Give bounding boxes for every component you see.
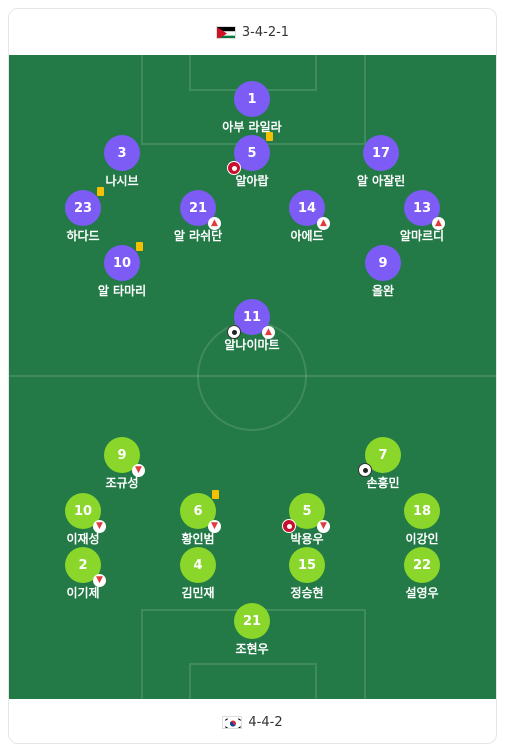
player-name: 알 라쉬단	[173, 229, 223, 243]
player-number: 15	[289, 547, 325, 583]
player-number: 13 ▲	[404, 190, 445, 230]
home-player-6[interactable]: 6 ▼ 황인범	[148, 490, 248, 547]
player-number: 5	[227, 132, 273, 175]
player-number: 5 ▼	[282, 493, 330, 533]
player-number: 1	[234, 81, 270, 117]
player-number: 6 ▼	[180, 490, 221, 533]
south-korea-flag-icon	[222, 715, 243, 729]
player-name: 아에드	[290, 229, 324, 243]
lineup-card: 3-4-2-1 1 아부 라일라 3 나시브 5 알아랍 17 알 아잘린 23	[8, 8, 497, 744]
player-name: 알나이마트	[224, 338, 280, 352]
away-player-21[interactable]: 21 ▲ 알 라쉬단	[148, 190, 248, 244]
away-player-11[interactable]: 11 ▲ 알나이마트	[202, 299, 302, 353]
substitution-arrow-icon: ▼	[208, 520, 221, 533]
player-name: 이강인	[405, 532, 439, 546]
yellow-card-icon	[212, 490, 219, 499]
away-player-1[interactable]: 1 아부 라일라	[202, 81, 302, 135]
home-player-18[interactable]: 18 이강인	[372, 493, 472, 547]
goal-ball-icon	[227, 325, 241, 339]
player-name: 이재성	[66, 532, 100, 546]
player-number: 21	[234, 603, 270, 639]
player-name: 알 아잘린	[356, 174, 406, 188]
player-name: 올완	[371, 284, 395, 298]
home-player-10[interactable]: 10 ▼ 이재성	[33, 493, 133, 547]
player-name: 이기제	[66, 586, 100, 600]
player-name: 손흥민	[366, 476, 400, 490]
home-player-15[interactable]: 15 정승현	[257, 547, 357, 601]
player-name: 알 타마리	[97, 284, 147, 298]
player-number: 2 ▼	[65, 547, 106, 587]
home-player-5[interactable]: 5 ▼ 박용우	[257, 493, 357, 547]
player-number: 23	[65, 187, 104, 226]
player-number: 22	[404, 547, 440, 583]
away-player-13[interactable]: 13 ▲ 알마르디	[372, 190, 472, 244]
player-name: 조규성	[105, 476, 139, 490]
player-name: 아부 라일라	[222, 120, 282, 134]
substitution-arrow-icon: ▲	[262, 326, 275, 339]
yellow-card-icon	[136, 242, 143, 251]
away-formation-header: 3-4-2-1	[9, 9, 496, 55]
own-goal-icon	[282, 519, 296, 533]
home-player-4[interactable]: 4 김민재	[148, 547, 248, 601]
home-goal-box	[189, 663, 317, 699]
away-player-23[interactable]: 23 하다드	[33, 187, 133, 244]
player-name: 황인범	[181, 532, 215, 546]
substitution-arrow-icon: ▼	[93, 520, 106, 533]
goal-ball-icon	[358, 463, 372, 477]
home-formation-footer: 4-4-2	[9, 699, 496, 743]
player-name: 설영우	[405, 586, 439, 600]
home-formation-label: 4-4-2	[248, 714, 283, 730]
away-player-14[interactable]: 14 ▲ 아에드	[257, 190, 357, 244]
home-player-9[interactable]: 9 ▼ 조규성	[72, 437, 172, 491]
player-number: 4	[180, 547, 216, 583]
player-number: 17	[363, 135, 399, 171]
substitution-arrow-icon: ▲	[208, 217, 221, 230]
yellow-card-icon	[266, 132, 273, 141]
player-name: 박용우	[290, 532, 324, 546]
own-goal-icon	[227, 161, 241, 175]
player-number: 10 ▼	[65, 493, 106, 533]
player-number: 3	[104, 135, 140, 171]
substitution-arrow-icon: ▼	[132, 464, 145, 477]
player-name: 알아랍	[235, 174, 269, 188]
player-name: 알마르디	[399, 229, 445, 243]
away-formation-label: 3-4-2-1	[241, 24, 290, 40]
player-number: 14 ▲	[289, 190, 330, 230]
away-player-9[interactable]: 9 올완	[333, 245, 433, 299]
home-player-7[interactable]: 7 손흥민	[333, 437, 433, 491]
away-player-3[interactable]: 3 나시브	[72, 135, 172, 189]
home-player-21[interactable]: 21 조현우	[202, 603, 302, 657]
player-number: 9 ▼	[104, 437, 145, 477]
player-number: 18	[404, 493, 440, 529]
away-player-17[interactable]: 17 알 아잘린	[331, 135, 431, 189]
player-name: 정승현	[290, 586, 324, 600]
jordan-flag-icon	[215, 25, 236, 39]
player-number: 7	[358, 437, 401, 477]
player-number: 10	[104, 242, 143, 281]
home-player-22[interactable]: 22 설영우	[372, 547, 472, 601]
substitution-arrow-icon: ▲	[432, 217, 445, 230]
away-player-5[interactable]: 5 알아랍	[202, 132, 302, 189]
substitution-arrow-icon: ▲	[317, 217, 330, 230]
home-player-2[interactable]: 2 ▼ 이기제	[33, 547, 133, 601]
player-number: 11 ▲	[227, 299, 275, 339]
substitution-arrow-icon: ▼	[317, 520, 330, 533]
player-name: 조현우	[235, 642, 269, 656]
away-player-10[interactable]: 10 알 타마리	[72, 242, 172, 299]
player-number: 9	[365, 245, 401, 281]
player-name: 하다드	[66, 229, 100, 243]
yellow-card-icon	[97, 187, 104, 196]
player-name: 나시브	[105, 174, 139, 188]
player-name: 김민재	[181, 586, 215, 600]
substitution-arrow-icon: ▼	[93, 574, 106, 587]
player-number: 21 ▲	[180, 190, 221, 230]
